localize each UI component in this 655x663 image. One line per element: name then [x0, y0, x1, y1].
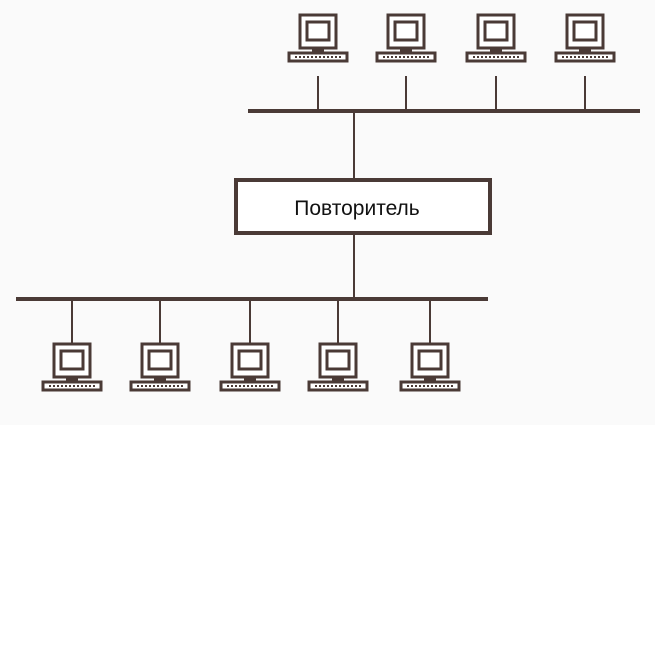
- computer-icon: [307, 342, 369, 392]
- network-diagram: Повторитель: [16, 13, 640, 392]
- computer-icon: [41, 342, 103, 392]
- computer-icon: [399, 342, 461, 392]
- repeater-label: Повторитель: [294, 197, 420, 220]
- computer-icon: [554, 13, 616, 63]
- computer-icon: [287, 13, 349, 63]
- computer-icon: [219, 342, 281, 392]
- computer-icon: [465, 13, 527, 63]
- computer-icon: [129, 342, 191, 392]
- computer-icon: [375, 13, 437, 63]
- repeater-box: [234, 178, 492, 235]
